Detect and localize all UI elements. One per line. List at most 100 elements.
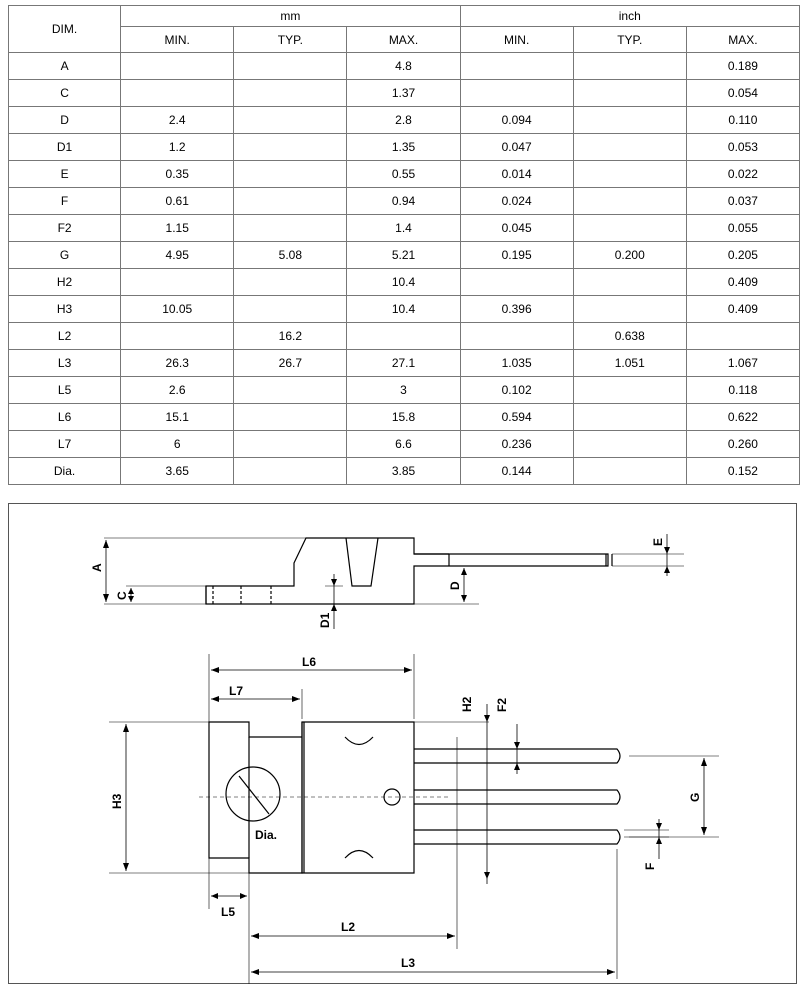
- value-cell: [233, 430, 348, 458]
- value-cell: [120, 79, 235, 107]
- value-cell: 0.045: [459, 214, 574, 242]
- value-cell: [459, 79, 574, 107]
- label-L3: L3: [401, 956, 415, 970]
- dim-cell: A: [7, 52, 122, 80]
- value-cell: [233, 79, 348, 107]
- value-cell: [120, 268, 235, 296]
- dim-cell: F2: [7, 214, 122, 242]
- subheader-inch-min: MIN.: [459, 26, 574, 53]
- value-cell: 2.8: [346, 106, 461, 134]
- value-cell: [120, 52, 235, 80]
- dim-cell: H3: [7, 295, 122, 323]
- value-cell: 10.05: [120, 295, 235, 323]
- value-cell: 10.4: [346, 295, 461, 323]
- dim-cell: L3: [7, 349, 122, 377]
- value-cell: [233, 160, 348, 188]
- value-cell: [459, 268, 574, 296]
- label-L6: L6: [302, 655, 316, 669]
- dim-cell: E: [7, 160, 122, 188]
- value-cell: [233, 52, 348, 80]
- package-drawing: A C D D1 E L6 L7 H3 H2 F2 G F Dia. L5 L2…: [8, 503, 797, 984]
- value-cell: 2.6: [120, 376, 235, 404]
- subheader-mm-max: MAX.: [346, 26, 461, 53]
- value-cell: 0.94: [346, 187, 461, 215]
- value-cell: [572, 430, 687, 458]
- value-cell: 27.1: [346, 349, 461, 377]
- value-cell: 16.2: [233, 322, 348, 350]
- value-cell: 0.022: [685, 160, 800, 188]
- value-cell: 1.37: [346, 79, 461, 107]
- value-cell: [459, 322, 574, 350]
- dim-cell: D1: [7, 133, 122, 161]
- value-cell: [572, 214, 687, 242]
- label-H3: H3: [110, 793, 124, 809]
- value-cell: 0.014: [459, 160, 574, 188]
- subheader-mm-min: MIN.: [120, 26, 235, 53]
- dim-cell: Dia.: [7, 457, 122, 485]
- value-cell: [233, 457, 348, 485]
- value-cell: 0.047: [459, 133, 574, 161]
- label-G: G: [688, 793, 702, 802]
- value-cell: 2.4: [120, 106, 235, 134]
- side-view: [104, 534, 684, 629]
- label-E: E: [651, 538, 665, 546]
- subheader-inch-max: MAX.: [685, 26, 800, 53]
- value-cell: [572, 457, 687, 485]
- value-cell: [233, 214, 348, 242]
- value-cell: 4.95: [120, 241, 235, 269]
- mm-group-header: mm: [120, 5, 461, 27]
- label-L2: L2: [341, 920, 355, 934]
- value-cell: 3: [346, 376, 461, 404]
- value-cell: 0.024: [459, 187, 574, 215]
- value-cell: 0.189: [685, 52, 800, 80]
- label-D: D: [448, 581, 462, 590]
- value-cell: [233, 403, 348, 431]
- value-cell: 0.152: [685, 457, 800, 485]
- value-cell: 1.15: [120, 214, 235, 242]
- dim-cell: H2: [7, 268, 122, 296]
- dim-cell: L7: [7, 430, 122, 458]
- value-cell: 3.85: [346, 457, 461, 485]
- label-F: F: [643, 863, 657, 870]
- value-cell: 0.260: [685, 430, 800, 458]
- label-A: A: [90, 563, 104, 572]
- value-cell: 0.205: [685, 241, 800, 269]
- value-cell: 1.2: [120, 133, 235, 161]
- value-cell: 0.409: [685, 295, 800, 323]
- value-cell: 5.21: [346, 241, 461, 269]
- value-cell: [346, 322, 461, 350]
- value-cell: 0.55: [346, 160, 461, 188]
- value-cell: 0.102: [459, 376, 574, 404]
- subheader-mm-typ: TYP.: [233, 26, 348, 53]
- subheader-inch-typ: TYP.: [572, 26, 687, 53]
- value-cell: 0.054: [685, 79, 800, 107]
- value-cell: 1.051: [572, 349, 687, 377]
- value-cell: 0.35: [120, 160, 235, 188]
- value-cell: [572, 79, 687, 107]
- value-cell: [233, 295, 348, 323]
- value-cell: [233, 187, 348, 215]
- value-cell: 6: [120, 430, 235, 458]
- value-cell: [120, 322, 235, 350]
- value-cell: 26.7: [233, 349, 348, 377]
- value-cell: [572, 295, 687, 323]
- value-cell: [459, 52, 574, 80]
- value-cell: 0.144: [459, 457, 574, 485]
- value-cell: 0.396: [459, 295, 574, 323]
- value-cell: [572, 160, 687, 188]
- value-cell: 0.037: [685, 187, 800, 215]
- value-cell: [572, 268, 687, 296]
- label-C: C: [115, 591, 129, 600]
- dim-cell: L2: [7, 322, 122, 350]
- value-cell: 0.094: [459, 106, 574, 134]
